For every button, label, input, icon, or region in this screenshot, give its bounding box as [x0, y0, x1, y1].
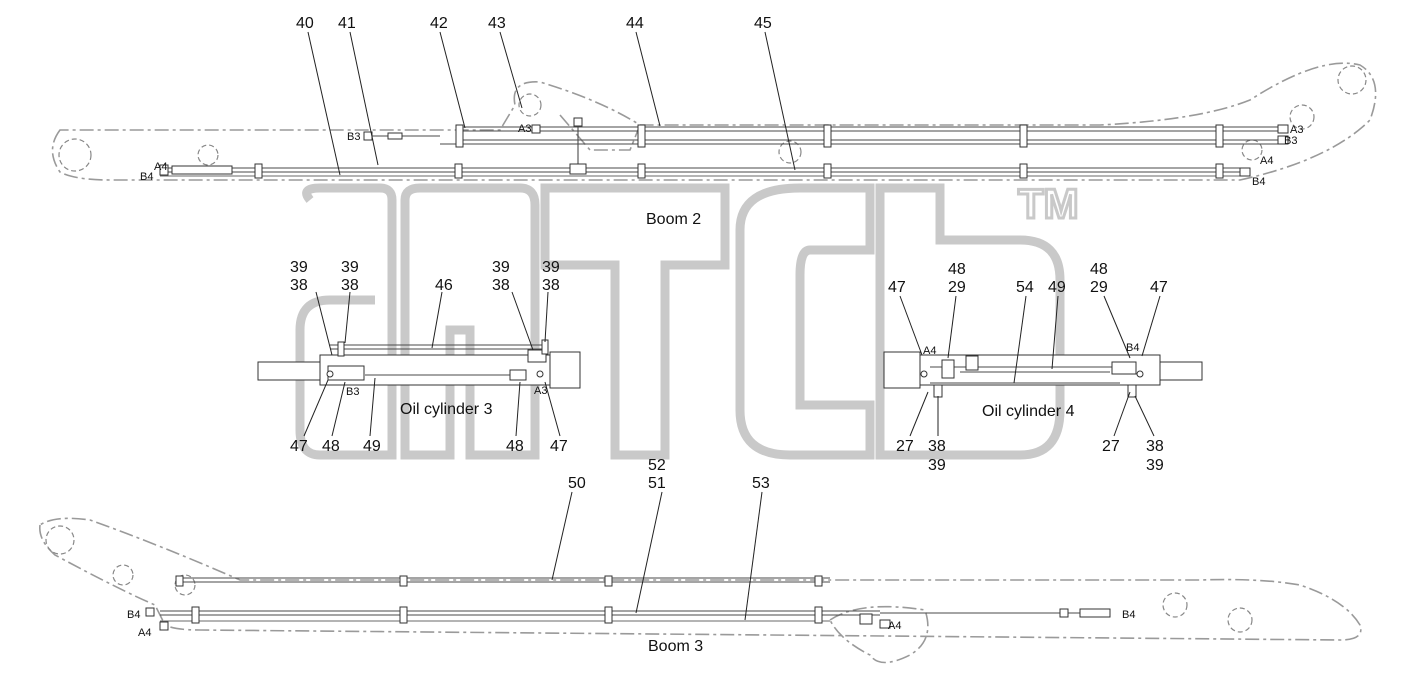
- port-a4-left: A4: [154, 161, 167, 173]
- callout-39: 39: [341, 259, 359, 276]
- caption-oil-cylinder-3: Oil cylinder 3: [400, 401, 493, 418]
- callout-38: 38: [542, 277, 560, 294]
- watermark-trademark: TM: [1018, 180, 1079, 227]
- callout-47: 47: [888, 279, 906, 296]
- callout-39: 39: [1146, 457, 1164, 474]
- callout-42: 42: [430, 15, 448, 32]
- callout-53: 53: [752, 475, 770, 492]
- callout-39: 39: [928, 457, 946, 474]
- callout-54: 54: [1016, 279, 1034, 296]
- port-b4: B4: [1126, 342, 1139, 354]
- callout-39: 39: [290, 259, 308, 276]
- caption-boom-2: Boom 2: [646, 211, 701, 228]
- callout-29: 29: [1090, 279, 1108, 296]
- callout-47: 47: [550, 438, 568, 455]
- callout-47: 47: [1150, 279, 1168, 296]
- port-b4-right: B4: [1252, 176, 1265, 188]
- callout-50: 50: [568, 475, 586, 492]
- callout-41: 41: [338, 15, 356, 32]
- callout-38: 38: [290, 277, 308, 294]
- callout-38: 38: [341, 277, 359, 294]
- port-a3-right: A3: [1290, 124, 1303, 136]
- callout-45: 45: [754, 15, 772, 32]
- callout-46: 46: [435, 277, 453, 294]
- port-b3-left: B3: [347, 131, 360, 143]
- port-a3-mid: A3: [518, 123, 531, 135]
- caption-oil-cylinder-4: Oil cylinder 4: [982, 403, 1075, 420]
- callout-51: 51: [648, 475, 666, 492]
- callout-27: 27: [1102, 438, 1120, 455]
- callout-48: 48: [322, 438, 340, 455]
- callout-27: 27: [896, 438, 914, 455]
- callout-47: 47: [290, 438, 308, 455]
- port-a4-right: A4: [1260, 155, 1273, 167]
- boom-2-assembly: 40 41 42 43 44 45 B3 A4 B4 A3 A3 B3 A4 B…: [51, 15, 1377, 228]
- callout-38: 38: [492, 277, 510, 294]
- callout-38: 38: [928, 438, 946, 455]
- callout-29: 29: [948, 279, 966, 296]
- callout-52: 52: [648, 457, 666, 474]
- oil-cylinder-4-assembly: 47 48 29 54 49 48 29 47 27 38 39 27 38 3…: [883, 261, 1203, 474]
- callout-39: 39: [492, 259, 510, 276]
- port-a4-mid: A4: [888, 620, 901, 632]
- port-b4-right: B4: [1122, 609, 1135, 621]
- callout-43: 43: [488, 15, 506, 32]
- caption-boom-3: Boom 3: [648, 638, 703, 655]
- callout-38: 38: [1146, 438, 1164, 455]
- port-a4-left: A4: [138, 627, 151, 639]
- port-b4-left: B4: [140, 171, 153, 183]
- boom-3-assembly: 50 52 51 53 B4 A4 A4 B4 Boom 3: [38, 457, 1362, 664]
- callout-44: 44: [626, 15, 644, 32]
- callout-49: 49: [1048, 279, 1066, 296]
- callout-48: 48: [1090, 261, 1108, 278]
- callout-49: 49: [363, 438, 381, 455]
- watermark-logo: TM: [295, 179, 1080, 460]
- port-b3-right: B3: [1284, 135, 1297, 147]
- callout-40: 40: [296, 15, 314, 32]
- callout-39: 39: [542, 259, 560, 276]
- oil-cylinder-3-assembly: 39 38 39 38 46 39 38 39 38 47 48 49 48 4…: [257, 259, 581, 455]
- callout-48: 48: [506, 438, 524, 455]
- port-a4: A4: [923, 345, 936, 357]
- port-b4-left: B4: [127, 609, 140, 621]
- callout-48: 48: [948, 261, 966, 278]
- port-b3: B3: [346, 386, 359, 398]
- port-a3: A3: [534, 385, 547, 397]
